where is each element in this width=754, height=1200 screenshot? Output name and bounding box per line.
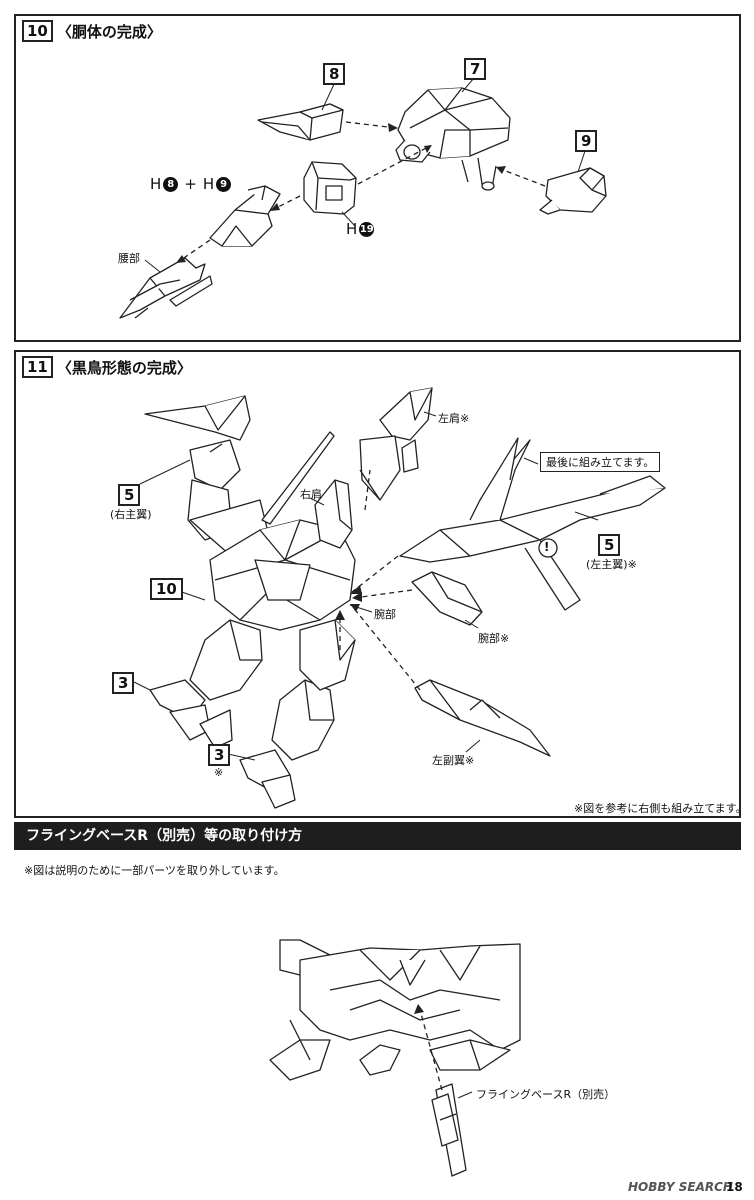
page-number: 18 (726, 1180, 743, 1194)
step11-panel: 11 〈黒鳥形態の完成〉 (14, 350, 741, 818)
label-left-shoulder: 左肩※ (438, 412, 470, 425)
step10-panel: 10 〈胴体の完成〉 (14, 14, 741, 342)
flying-base-note: ※図は説明のために一部パーツを取り外しています。 (24, 864, 285, 877)
watermark-logo: HOBBY SEARCH (628, 1180, 733, 1194)
code-h-prefix-19: H (346, 220, 358, 238)
part-number-10: 10 (150, 578, 183, 600)
label-waist: 腰部 (118, 252, 140, 265)
label-assemble-last: 最後に組み立てます。 (540, 452, 661, 472)
part-number-8: 8 (323, 63, 346, 85)
label-right-main-wing: (右主翼) (110, 508, 152, 521)
part-number-3-a: 3 (112, 672, 135, 694)
code-h8-h9: H 8 + H 9 (150, 175, 232, 193)
step10-number: 10 (22, 20, 53, 42)
code-circle-8: 8 (163, 176, 179, 192)
step11-number: 11 (22, 356, 53, 378)
part-number-5-right: 5 (118, 484, 141, 506)
part-number-7: 7 (464, 58, 487, 80)
step10-title: 〈胴体の完成〉 (56, 22, 162, 41)
label-arm-note: 腕部※ (478, 632, 510, 645)
note-right-side: ※図を参考に右側も組み立てます。 (574, 802, 747, 815)
label-right-shoulder: 右肩 (300, 488, 322, 501)
label-flying-base: フライングベースR（別売） (476, 1088, 616, 1101)
step10-header: 10 〈胴体の完成〉 (22, 20, 162, 42)
label-asterisk: ※ (214, 766, 224, 779)
code-h19: H 19 (346, 220, 375, 238)
label-left-main-wing: (左主翼)※ (586, 558, 637, 571)
label-arm: 腕部 (374, 608, 396, 621)
code-circle-19: 19 (359, 221, 375, 237)
step11-title: 〈黒鳥形態の完成〉 (56, 358, 192, 377)
code-h-prefix-1: H (150, 175, 162, 193)
part-number-5-left: 5 (598, 534, 621, 556)
code-plus: + (184, 175, 197, 193)
flying-base-title-bar: フライングベースR（別売）等の取り付け方 (14, 822, 741, 850)
step11-header: 11 〈黒鳥形態の完成〉 (22, 356, 192, 378)
code-circle-9: 9 (216, 176, 232, 192)
caution-icon: ! (544, 540, 550, 554)
part-number-9: 9 (575, 130, 598, 152)
code-h-prefix-2: H (202, 175, 215, 193)
label-left-sub-wing: 左副翼※ (432, 754, 475, 767)
part-number-3-b: 3 (208, 744, 231, 766)
